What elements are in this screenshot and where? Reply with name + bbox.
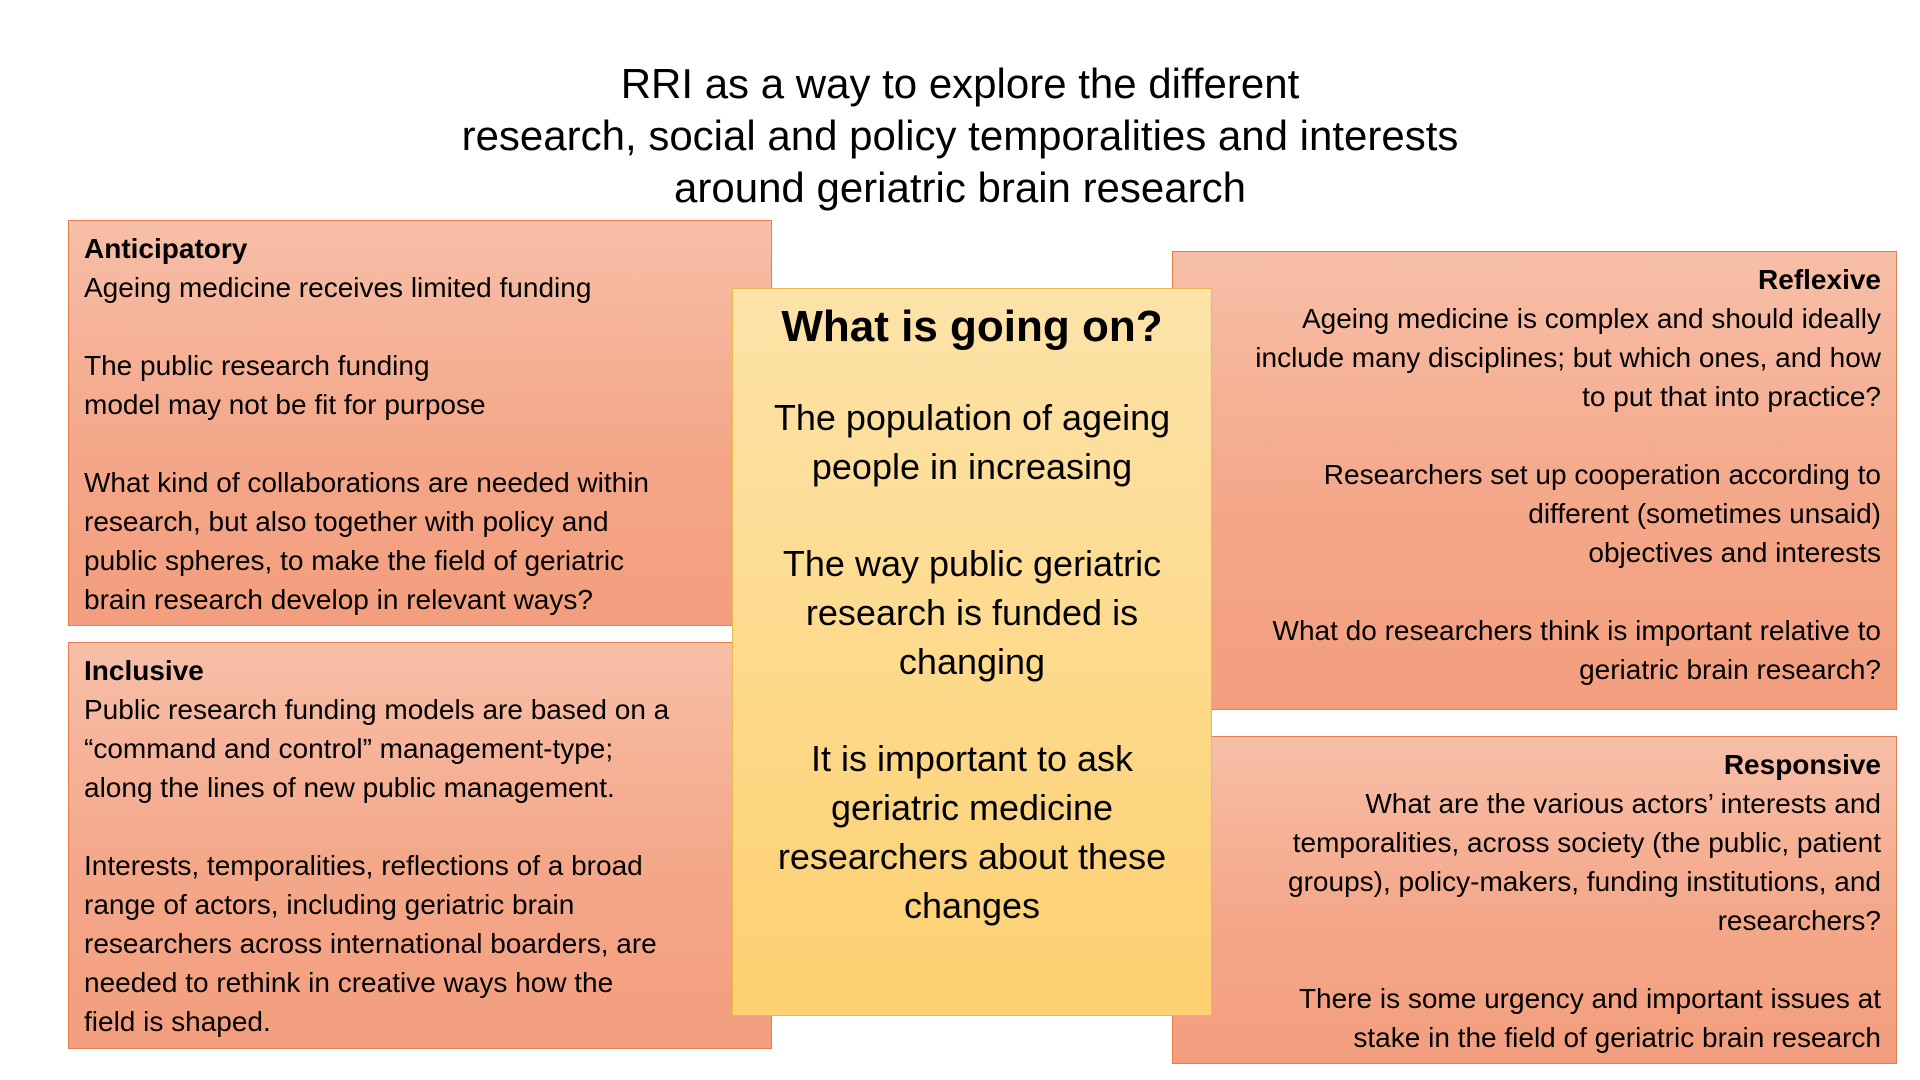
text-line: What do researchers think is important r… <box>1272 615 1881 646</box>
text-line: different (sometimes unsaid) <box>1528 498 1881 529</box>
text-line: geriatric medicine <box>830 787 1114 828</box>
text-line: temporalities, across society (the publi… <box>1292 827 1881 858</box>
text-line: researchers? <box>1717 905 1881 936</box>
text-line: The public research funding <box>84 350 430 381</box>
title-line: around geriatric brain research <box>674 164 1246 211</box>
text-line: range of actors, including geriatric bra… <box>84 889 575 920</box>
responsive-paragraph: There is some urgency and important issu… <box>1188 979 1881 1057</box>
text-line: research, but also together with policy … <box>84 506 609 537</box>
text-line: Ageing medicine receives limited funding <box>84 272 592 303</box>
reflexive-heading: Reflexive <box>1758 264 1881 295</box>
responsive-paragraph: What are the various actors’ interests a… <box>1188 784 1881 940</box>
text-line: Researchers set up cooperation according… <box>1323 459 1881 490</box>
anticipatory-paragraph: The public research funding model may no… <box>84 346 756 424</box>
text-line: needed to rethink in creative ways how t… <box>84 967 614 998</box>
reflexive-paragraph: What do researchers think is important r… <box>1188 611 1881 689</box>
inclusive-paragraph: Public research funding models are based… <box>84 690 756 807</box>
reflexive-box: Reflexive Ageing medicine is complex and… <box>1172 251 1897 710</box>
inclusive-heading: Inclusive <box>84 655 204 686</box>
text-line: along the lines of new public management… <box>84 772 615 803</box>
center-paragraph: It is important to ask geriatric medicin… <box>733 734 1211 930</box>
text-line: field is shaped. <box>84 1006 271 1037</box>
responsive-heading: Responsive <box>1723 749 1881 780</box>
inclusive-paragraph: Interests, temporalities, reflections of… <box>84 846 756 1041</box>
inclusive-box: Inclusive Public research funding models… <box>68 642 772 1049</box>
anticipatory-heading: Anticipatory <box>84 233 248 264</box>
text-line: model may not be fit for purpose <box>84 389 486 420</box>
text-line: include many disciplines; but which ones… <box>1255 342 1881 373</box>
anticipatory-paragraph: What kind of collaborations are needed w… <box>84 463 756 619</box>
text-line: Ageing medicine is complex and should id… <box>1301 303 1881 334</box>
text-line: changes <box>903 885 1041 926</box>
text-line: What are the various actors’ interests a… <box>1365 788 1881 819</box>
text-line: Public research funding models are based… <box>84 694 670 725</box>
text-line: researchers across international boarder… <box>84 928 657 959</box>
anticipatory-paragraph: Ageing medicine receives limited funding <box>84 268 756 307</box>
text-line: research is funded is <box>805 592 1139 633</box>
center-paragraph: The population of ageing people in incre… <box>733 393 1211 491</box>
reflexive-paragraph: Researchers set up cooperation according… <box>1188 455 1881 572</box>
text-line: groups), policy-makers, funding institut… <box>1288 866 1881 897</box>
center-box: What is going on? The population of agei… <box>732 288 1212 1016</box>
text-line: The population of ageing <box>773 397 1171 438</box>
text-line: to put that into practice? <box>1582 381 1881 412</box>
text-line: What kind of collaborations are needed w… <box>84 467 650 498</box>
text-line: geriatric brain research? <box>1579 654 1881 685</box>
center-heading: What is going on? <box>781 302 1163 351</box>
text-line: There is some urgency and important issu… <box>1298 983 1881 1014</box>
text-line: researchers about these <box>777 836 1167 877</box>
responsive-box: Responsive What are the various actors’ … <box>1172 736 1897 1064</box>
text-line: changing <box>898 641 1046 682</box>
text-line: brain research develop in relevant ways? <box>84 584 593 615</box>
text-line: “command and control” management-type; <box>84 733 614 764</box>
title-line: research, social and policy temporalitie… <box>461 112 1459 159</box>
text-line: public spheres, to make the field of ger… <box>84 545 625 576</box>
text-line: It is important to ask <box>810 738 1134 779</box>
title-line: RRI as a way to explore the different <box>620 60 1300 107</box>
text-line: people in increasing <box>811 446 1133 487</box>
text-line: Interests, temporalities, reflections of… <box>84 850 643 881</box>
text-line: stake in the field of geriatric brain re… <box>1353 1022 1881 1053</box>
page-title: RRI as a way to explore the different re… <box>0 58 1920 214</box>
text-line: objectives and interests <box>1588 537 1881 568</box>
anticipatory-box: Anticipatory Ageing medicine receives li… <box>68 220 772 626</box>
center-paragraph: The way public geriatric research is fun… <box>733 539 1211 686</box>
reflexive-paragraph: Ageing medicine is complex and should id… <box>1188 299 1881 416</box>
text-line: The way public geriatric <box>782 543 1162 584</box>
